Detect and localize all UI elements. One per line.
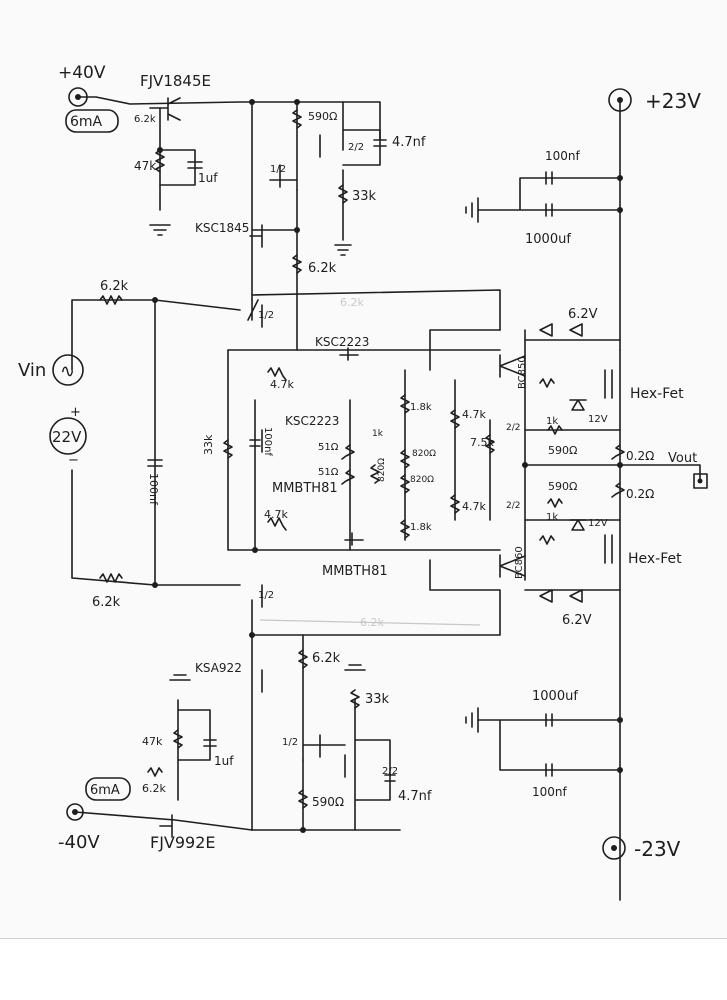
label-bias: 22V [52,428,82,446]
label-ksa922: KSA922 [195,661,242,675]
label-hexfet-bottom: Hex-Fet [628,551,682,567]
label-hexfet-top: Hex-Fet [630,386,684,402]
current-top-bubble [65,109,119,133]
label-zener12-top: 12V [588,414,608,425]
terminal-pos23 [608,88,632,112]
label-ccs-top-cap: 1uf [198,171,218,185]
label-pos23: +23V [645,89,701,113]
label-current-top: 6mA [70,114,103,130]
label-ksc2223-mid: KSC2223 [285,414,339,428]
label-bc860: BC860 [514,546,525,579]
label-input-r-bottom: 6.2k [92,595,121,610]
diode-symbols [539,323,587,603]
label-bottom-r62k: 6.2k [312,651,341,666]
label-bias-plus: + [70,405,81,420]
label-neg23: -23V [634,837,681,861]
label-out-r590-b: 590Ω [548,480,577,493]
label-out-r590-a: 590Ω [548,444,577,457]
amplifier-schematic: +40V +23V -23V -40V Vout Vin ∿ 22V + − F… [18,63,708,901]
label-ccs-top-r-bias: 47k [134,159,156,173]
label-top-r62k: 6.2k [308,261,337,276]
label-top-cap: 4.7nf [392,135,426,150]
label-bottom-half-b: 2/2 [382,766,398,777]
label-dec-top-small: 100nf [545,149,581,163]
label-mmbth81-low: MMBTH81 [322,564,388,579]
terminal-neg23 [602,836,626,860]
labels: +40V +23V -23V -40V Vout Vin ∿ 22V + − F… [18,63,701,861]
label-ccs-bottom-r-bias: 47k [142,735,163,748]
label-vin: Vin [18,360,46,381]
label-bottom-r590: 590Ω [312,795,344,809]
label-vas-r51-b: 51Ω [318,467,339,478]
transistor-symbols [149,97,613,838]
label-out-r47k-a: 4.7k [462,408,486,421]
label-out-r47k-b: 4.7k [462,500,486,513]
label-ksc1845: KSC1845 [195,221,249,235]
label-out-half-b: 2/2 [506,501,520,511]
label-current-bottom: 6mA [90,783,120,798]
ground-symbols [149,197,479,733]
resistor-symbols [99,109,625,809]
label-ac-symbol: ∿ [60,361,75,382]
label-neg40: -40V [58,832,100,853]
terminal-pos40 [68,87,88,107]
label-dec-bottom-small: 100nf [532,785,568,799]
wiring [71,96,701,901]
label-top-half-c: 1/2 [258,310,274,321]
label-zener12-bottom: 12V [588,518,608,529]
label-bottom-half-a: 1/2 [282,737,298,748]
terminal-neg40 [66,803,84,821]
label-top-r33k: 33k [352,189,377,204]
label-out-r75k: 7.5k [470,436,494,449]
terminal-vout [693,473,708,489]
schematic-sheet: +40V +23V -23V -40V Vout Vin ∿ 22V + − F… [0,63,727,939]
label-zener-bottom: 6.2V [562,613,592,628]
label-zener-top: 6.2V [568,307,598,322]
label-dec-bottom-big: 1000uf [532,689,578,704]
label-bottom-cap: 4.7nf [398,789,432,804]
label-input-cap: 100nf [147,473,160,506]
ghost-text-a: 6.2k [340,296,364,309]
label-out-r1k-b: 1k [546,512,558,523]
label-out-r02-a: 0.2Ω [626,449,654,463]
label-top-half-b: 2/2 [348,142,364,153]
label-bc850: BC850 [517,356,528,389]
label-ccs-bottom-r-emitter: 6.2k [142,782,166,795]
capacitor-symbols [147,139,553,782]
label-fjv1845e: FJV1845E [140,72,211,90]
label-vas-r1k: 1k [372,429,384,439]
label-vas-r18k-top: 1.8k [410,402,432,413]
label-ksc2223-top: KSC2223 [315,335,369,349]
label-vas-r820-b: 820Ω [412,449,436,459]
ghost-text-b: 6.2k [360,616,384,629]
label-feedback-r: 33k [202,434,215,455]
label-pos40: +40V [58,63,106,83]
label-out-r02-b: 0.2Ω [626,487,654,501]
label-vout: Vout [668,451,697,466]
label-vas-r18k-low: 1.8k [410,522,432,533]
ac-source-symbol [52,354,84,386]
label-feedback-cap: 100nf [262,427,273,456]
label-ccs-bottom-cap: 1uf [214,754,234,768]
label-vas-r47k-top: 4.7k [270,378,294,391]
label-vas-r820-a: 820Ω [377,458,387,482]
label-ccs-top-r-emitter: 6.2k [134,114,156,125]
label-vas-r51-a: 51Ω [318,442,339,453]
label-input-r-top: 6.2k [100,279,129,294]
label-fjv992e: FJV992E [150,833,216,852]
label-mmbth81-mid: MMBTH81 [272,481,338,496]
label-vas-r47k-low: 4.7k [264,508,288,521]
label-bottom-half-c: 1/2 [258,590,274,601]
junction-dots [152,99,623,833]
bias-battery-symbol [49,417,87,455]
label-vas-r820-c: 820Ω [410,475,434,485]
label-bottom-r33k: 33k [365,692,390,707]
label-out-r1k-a: 1k [546,416,558,427]
label-bias-minus: − [68,453,79,468]
label-top-half-a: 1/2 [270,164,286,175]
label-top-r590: 590Ω [308,110,337,123]
label-out-half-a: 2/2 [506,423,520,433]
current-bottom-bubble [85,777,131,801]
label-dec-top-big: 1000uf [525,232,571,247]
